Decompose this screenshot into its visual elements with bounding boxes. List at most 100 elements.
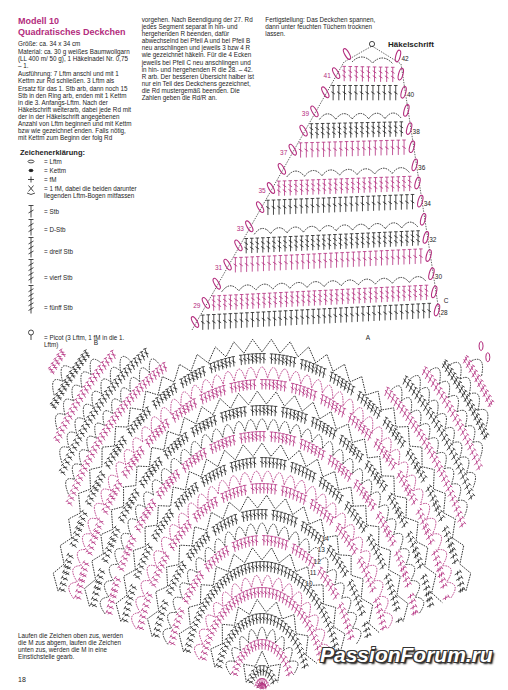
fan-stitches [403, 376, 475, 500]
puff-stitch [342, 48, 352, 61]
puff-stitch [425, 249, 432, 262]
puff-stitch [411, 158, 418, 171]
corner-stitch-row [310, 122, 404, 139]
corner-stitch-row [299, 140, 406, 158]
chain-arc-round [69, 367, 455, 599]
stitch-round [59, 354, 465, 593]
legend-text: = Picot (3 Lftm, 1 fM in die 1. Lftm) [44, 334, 140, 348]
puff-stitch [234, 239, 244, 252]
fan-stitches [463, 355, 494, 407]
corner-chain-row [319, 113, 401, 119]
arrow-letter: A [366, 334, 370, 341]
fan-chain-arcs [410, 375, 475, 488]
chain-net-round [244, 651, 281, 682]
stitch-round [254, 679, 269, 690]
corner-stitch-row [244, 231, 419, 254]
chain-net-round [179, 548, 345, 652]
puff-stitch [405, 122, 412, 135]
row-number: 40 [407, 91, 414, 98]
puff-stitch [431, 285, 438, 298]
puff-stitch [320, 86, 330, 99]
puff-stitch [419, 213, 426, 226]
puff-stitch [428, 267, 435, 280]
row-number: 36 [418, 163, 425, 170]
fan-stitches [48, 349, 66, 374]
legend-text: = vierf Stb [44, 274, 140, 281]
fan-chain-arcs [53, 366, 71, 396]
corner-chain-row [222, 277, 427, 292]
corner-stitch-row [266, 194, 414, 215]
corner-chain-row [287, 168, 410, 177]
puff-stitch [400, 86, 407, 99]
puff-stitch [397, 68, 404, 81]
arrow-letter: C [444, 297, 449, 304]
puff-stitch [394, 50, 401, 63]
legend-heading: Zeichenerklärung: [20, 148, 85, 157]
chain-arc-round [100, 419, 424, 614]
corner-chain-row [254, 222, 418, 234]
chain-net-round [116, 443, 408, 622]
round-number: 14 [322, 535, 329, 542]
row-number: 39 [302, 110, 309, 117]
note-text: Laufen die Zeichen oben zus, werden die … [18, 632, 130, 660]
row-number: 32 [429, 236, 436, 243]
fan-chain-arcs [60, 356, 130, 462]
treble-symbol [29, 220, 34, 236]
triple-treble-symbol [29, 238, 34, 258]
puff-stitch [310, 105, 320, 118]
puff-stitch [479, 342, 483, 351]
single-crochet-around-symbol [27, 186, 35, 195]
fan-chain-arcs [66, 359, 160, 494]
legend-text: = Stb [44, 208, 140, 215]
puff-stitch [486, 353, 490, 362]
legend-text: = 1 fM, dabei die beiden darunter liegen… [44, 185, 140, 199]
puff-stitch [266, 182, 276, 195]
puff-stitch [414, 177, 421, 190]
puff-stitch [244, 220, 254, 233]
legend-text: = dreif Stb [44, 248, 140, 255]
round-number: 12 [314, 557, 321, 564]
fan-stitches [442, 360, 489, 440]
fan-stitches [422, 367, 483, 471]
row-number: 29 [193, 301, 200, 308]
quadruple-treble-symbol [29, 260, 34, 284]
puff-stitch [417, 195, 424, 208]
puff-stitch [190, 316, 200, 329]
text-columns: Modell 10Quadratisches DeckchenGröße: ca… [18, 16, 380, 148]
corner-stitch-row [201, 303, 431, 330]
double-crochet-symbol [29, 206, 34, 218]
legend-text: = Lftm [44, 158, 140, 165]
slip-stitch-symbol [29, 169, 33, 171]
single-crochet-symbol [28, 177, 34, 183]
puff-stitch [288, 143, 298, 156]
fan-stitches [50, 350, 90, 410]
fan-chain-arcs [55, 359, 100, 430]
legend-text: = fM [44, 176, 140, 183]
chain-symbol [28, 160, 34, 163]
round-number: 10 [305, 580, 312, 587]
chart-heading: Häkelschrift [388, 40, 434, 49]
row-number: 31 [215, 263, 222, 270]
stitch-round [137, 484, 387, 631]
corner-stitch-row [331, 85, 397, 100]
picot-symbol [29, 330, 34, 335]
puff-stitch [201, 297, 211, 310]
model-number: Modell 10 [18, 16, 133, 26]
fan-chain-arcs [430, 368, 482, 459]
watermark: PassionForum.ru [320, 643, 493, 667]
corner-stitch-row [277, 176, 411, 196]
puff-stitch [277, 163, 287, 176]
stitch-round [75, 380, 450, 600]
legend-text: = D-Stb [44, 226, 140, 233]
picot-symbol [31, 335, 32, 340]
stitch-round [122, 458, 403, 623]
puff-stitch [403, 104, 410, 117]
puff-stitch [255, 201, 265, 214]
corner-stitch-row [212, 285, 428, 311]
row-number: 41 [324, 72, 331, 79]
chain-net-round [147, 495, 379, 637]
legend-text: = fünff Stb [44, 304, 140, 311]
quintuple-treble-symbol [29, 286, 34, 314]
puff-stitch [433, 304, 440, 317]
